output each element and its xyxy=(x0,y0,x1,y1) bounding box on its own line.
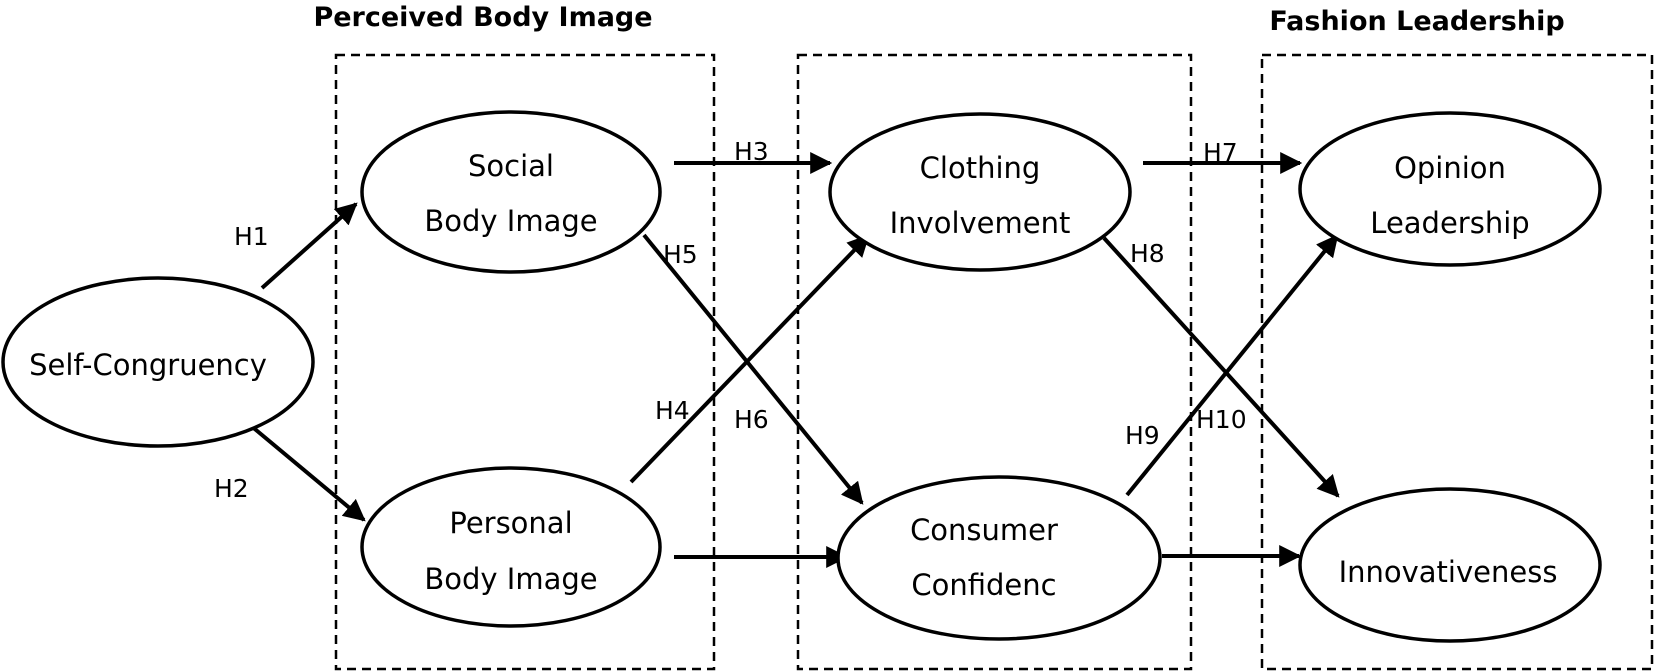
edge-h2-arrow xyxy=(248,423,366,522)
group-box-perceived-body-image xyxy=(334,53,716,671)
node-clothing-involvement-label-2: Involvement xyxy=(890,206,1071,240)
group-title-fashion-leadership: Fashion Leadership xyxy=(1269,6,1564,37)
node-consumer-confidence-ellipse xyxy=(836,475,1162,641)
node-opinion-leadership: Opinion Leadership xyxy=(1298,111,1602,267)
edge-h8-arrow xyxy=(1102,236,1340,498)
node-consumer-confidence: Consumer Confidenc xyxy=(836,475,1162,641)
node-innovativeness: Innovativeness xyxy=(1298,487,1602,643)
group-title-perceived-body-image: Perceived Body Image xyxy=(313,2,652,33)
edge-label-h9: H9 xyxy=(1125,421,1160,450)
node-opinion-leadership-ellipse xyxy=(1298,111,1602,267)
node-social-body-image: Social Body Image xyxy=(360,110,662,274)
edge-label-h8: H8 xyxy=(1130,239,1165,268)
node-innovativeness-ellipse xyxy=(1298,487,1602,643)
node-clothing-involvement-label-1: Clothing xyxy=(920,151,1041,185)
edge-h1-arrow xyxy=(260,202,358,290)
edges-layer xyxy=(248,152,1340,568)
node-self-congruency: Self-Congruency xyxy=(1,276,315,448)
node-opinion-leadership-label-1: Opinion xyxy=(1394,151,1506,185)
edge-label-h5: H5 xyxy=(663,240,698,269)
node-social-body-image-label-2: Body Image xyxy=(424,204,597,238)
edge-label-h2: H2 xyxy=(214,474,249,503)
group-box-mediators xyxy=(796,53,1193,671)
edge-label-h6: H6 xyxy=(734,405,769,434)
edge-h9-arrow xyxy=(1125,234,1339,497)
edge-label-h10: H10 xyxy=(1196,405,1247,434)
edge-label-h1: H1 xyxy=(234,222,269,251)
node-self-congruency-ellipse xyxy=(1,276,315,448)
edge-label-h7: H7 xyxy=(1203,138,1238,167)
node-personal-body-image-label-2: Body Image xyxy=(424,562,597,596)
edge-h4-arrow xyxy=(629,234,870,484)
node-consumer-confidence-label-1: Consumer xyxy=(910,513,1058,547)
node-personal-body-image-ellipse xyxy=(360,466,662,628)
node-opinion-leadership-label-2: Leadership xyxy=(1370,206,1529,240)
node-consumer-confidence-label-2: Confidenc xyxy=(911,568,1056,602)
node-innovativeness-label-1: Innovativeness xyxy=(1339,555,1558,589)
node-social-body-image-label-1: Social xyxy=(468,149,554,183)
node-clothing-involvement-ellipse xyxy=(828,112,1132,272)
node-clothing-involvement: Clothing Involvement xyxy=(828,112,1132,272)
edge-label-h3: H3 xyxy=(734,137,769,166)
node-self-congruency-label-1: Self-Congruency xyxy=(29,348,267,382)
node-social-body-image-ellipse xyxy=(360,110,662,274)
group-box-fashion-leadership xyxy=(1260,53,1654,671)
edge-h5-arrow xyxy=(642,233,864,505)
node-personal-body-image: Personal Body Image xyxy=(360,466,662,628)
edge-label-h4: H4 xyxy=(655,396,690,425)
node-personal-body-image-label-1: Personal xyxy=(449,506,572,540)
